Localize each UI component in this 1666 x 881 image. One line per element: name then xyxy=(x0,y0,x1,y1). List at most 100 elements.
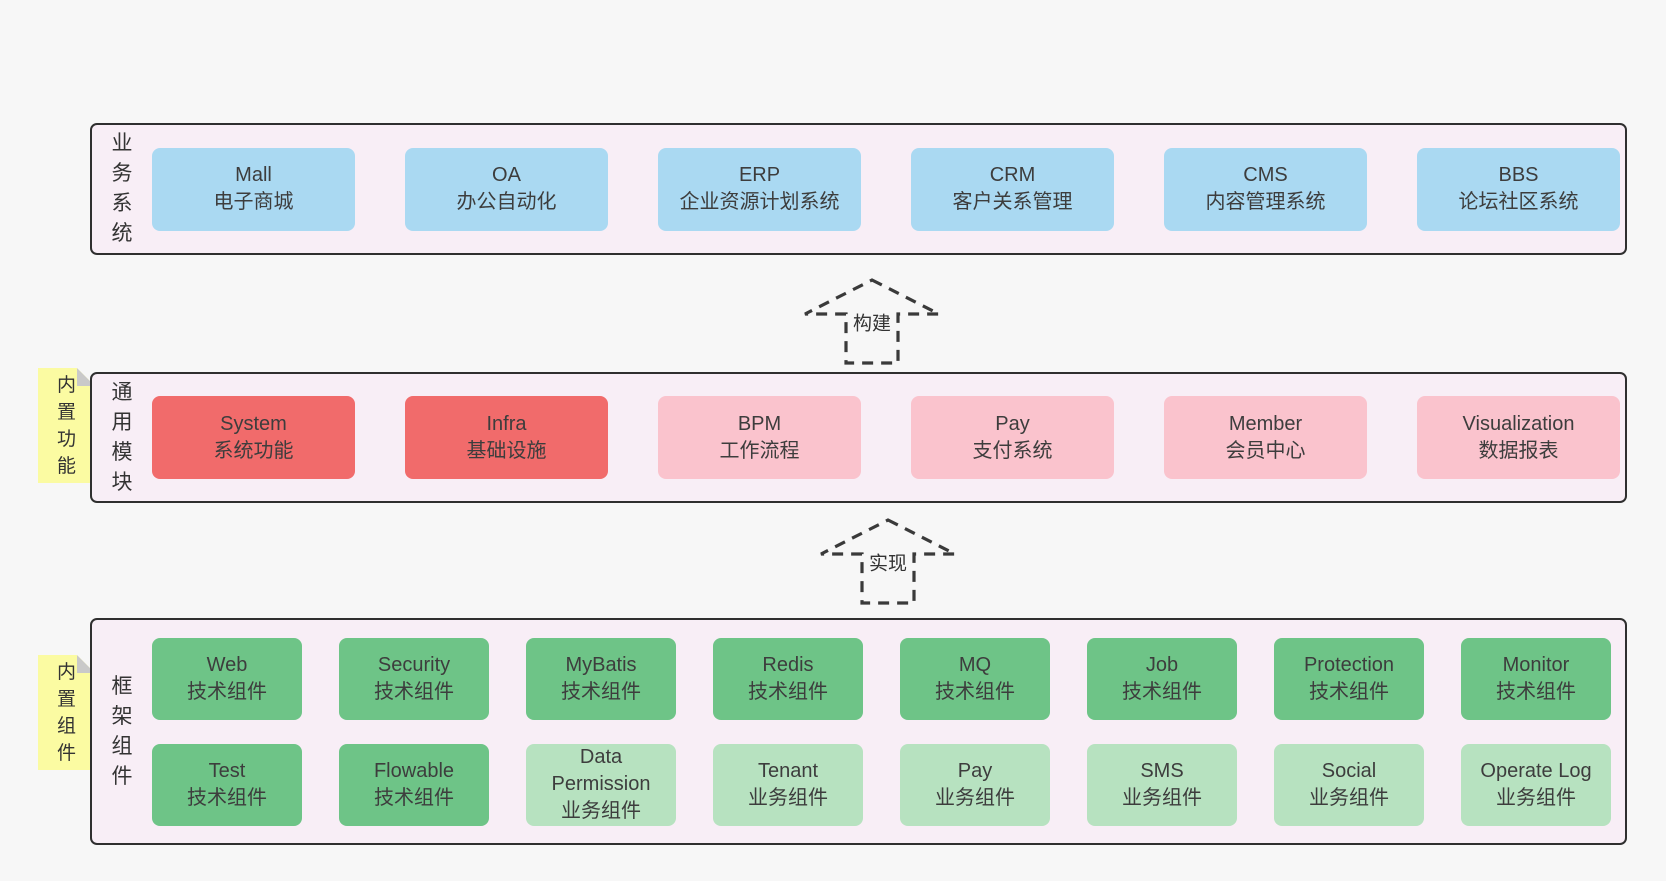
box-subtitle: 电子商城 xyxy=(213,191,294,213)
box-title: BBS xyxy=(1498,164,1539,186)
box-subtitle: 技术组件 xyxy=(561,680,641,703)
box-title: Test xyxy=(208,759,246,782)
box-pay-module: Pay 支付系统 xyxy=(911,396,1114,479)
box-bpm: BPM 工作流程 xyxy=(658,396,861,479)
box-subtitle: 技术组件 xyxy=(1309,680,1389,703)
arrow-build: 构建 xyxy=(802,278,942,365)
box-title: Tenant xyxy=(757,759,819,782)
box-sms: SMS 业务组件 xyxy=(1087,743,1237,826)
box-title: MQ xyxy=(958,653,992,676)
box-title: Mall xyxy=(235,164,272,186)
box-operate-log: Operate Log 业务组件 xyxy=(1461,743,1611,826)
arrow-label: 构建 xyxy=(849,306,895,338)
layer-label-text: 业务系统 xyxy=(111,132,133,245)
box-job: Job 技术组件 xyxy=(1087,637,1237,720)
box-infra: Infra 基础设施 xyxy=(405,396,608,479)
arrow-label: 实现 xyxy=(865,546,911,578)
box-title: Member xyxy=(1228,412,1303,435)
box-crm: CRM 客户关系管理 xyxy=(911,147,1114,231)
layer-label-common-modules: 通用模块 xyxy=(92,374,152,501)
box-web: Web 技术组件 xyxy=(152,637,302,720)
box-subtitle: 数据报表 xyxy=(1478,439,1559,462)
common-modules-row: System 系统功能 Infra 基础设施 BPM 工作流程 Pay 支付系统… xyxy=(152,396,1625,479)
sticky-note-text: 内置组件 xyxy=(56,661,76,764)
box-title: Web xyxy=(206,653,248,676)
box-subtitle: 技术组件 xyxy=(374,786,454,809)
box-subtitle: 客户关系管理 xyxy=(952,191,1073,213)
box-title: Pay xyxy=(957,759,993,782)
box-subtitle: 企业资源计划系统 xyxy=(679,191,840,213)
box-title: Operate Log xyxy=(1480,759,1592,782)
box-subtitle: 技术组件 xyxy=(187,786,267,809)
box-subtitle: 技术组件 xyxy=(1122,680,1202,703)
box-title: Security xyxy=(377,653,451,676)
box-title: Protection xyxy=(1303,653,1395,676)
box-visualization: Visualization 数据报表 xyxy=(1417,396,1620,479)
box-subtitle: 基础设施 xyxy=(466,439,547,462)
box-title: System xyxy=(220,412,287,435)
box-subtitle: 业务组件 xyxy=(561,800,641,822)
box-subtitle: 业务组件 xyxy=(935,786,1015,809)
box-subtitle: 会员中心 xyxy=(1225,439,1306,462)
box-title: Visualization xyxy=(1462,412,1575,435)
layer-label-business-systems: 业务系统 xyxy=(92,125,152,253)
box-subtitle: 工作流程 xyxy=(719,439,800,462)
box-title: Data Permission xyxy=(551,746,651,795)
box-data-permission: Data Permission 业务组件 xyxy=(526,743,676,826)
arrow-implement: 实现 xyxy=(818,518,958,605)
box-subtitle: 系统功能 xyxy=(213,439,294,462)
layer-label-text: 通用模块 xyxy=(111,380,133,494)
box-title: Redis xyxy=(762,653,814,676)
box-erp: ERP 企业资源计划系统 xyxy=(658,147,861,231)
box-oa: OA 办公自动化 xyxy=(405,147,608,231)
box-subtitle: 技术组件 xyxy=(187,680,267,703)
box-title: Social xyxy=(1321,759,1377,782)
framework-components-row-1: Web 技术组件 Security 技术组件 MyBatis 技术组件 Redi… xyxy=(152,637,1625,720)
layer-label-text: 框架组件 xyxy=(111,674,133,788)
box-title: OA xyxy=(492,164,521,186)
box-mall: Mall 电子商城 xyxy=(152,147,355,231)
box-title: BPM xyxy=(737,412,782,435)
box-pay-component: Pay 业务组件 xyxy=(900,743,1050,826)
box-mybatis: MyBatis 技术组件 xyxy=(526,637,676,720)
box-subtitle: 内容管理系统 xyxy=(1205,191,1326,213)
box-subtitle: 业务组件 xyxy=(1496,786,1576,809)
box-subtitle: 办公自动化 xyxy=(456,191,557,213)
sticky-note-builtin-components: 内置组件 xyxy=(38,655,95,770)
layer-label-framework-components: 框架组件 xyxy=(92,620,152,843)
box-monitor: Monitor 技术组件 xyxy=(1461,637,1611,720)
box-title: SMS xyxy=(1140,759,1184,782)
box-subtitle: 技术组件 xyxy=(1496,680,1576,703)
up-arrow-dashed-icon xyxy=(804,278,940,365)
box-title: Monitor xyxy=(1502,653,1570,676)
box-title: CRM xyxy=(989,164,1036,186)
box-title: Flowable xyxy=(373,759,455,782)
box-flowable: Flowable 技术组件 xyxy=(339,743,489,826)
box-title: Infra xyxy=(486,412,527,435)
box-test: Test 技术组件 xyxy=(152,743,302,826)
box-security: Security 技术组件 xyxy=(339,637,489,720)
business-systems-row: Mall 电子商城 OA 办公自动化 ERP 企业资源计划系统 CRM 客户关系… xyxy=(152,147,1625,231)
box-title: CMS xyxy=(1243,164,1288,186)
box-subtitle: 业务组件 xyxy=(1309,786,1389,809)
box-subtitle: 技术组件 xyxy=(935,680,1015,703)
framework-components-row-2: Test 技术组件 Flowable 技术组件 Data Permission … xyxy=(152,743,1625,826)
box-redis: Redis 技术组件 xyxy=(713,637,863,720)
sticky-note-text: 内置功能 xyxy=(56,374,76,477)
box-cms: CMS 内容管理系统 xyxy=(1164,147,1367,231)
box-title: Pay xyxy=(995,412,1030,435)
layer-common-modules: 通用模块 System 系统功能 Infra 基础设施 BPM 工作流程 Pay xyxy=(90,372,1627,503)
box-title: MyBatis xyxy=(565,653,637,676)
up-arrow-dashed-icon xyxy=(820,518,956,605)
box-member: Member 会员中心 xyxy=(1164,396,1367,479)
box-subtitle: 技术组件 xyxy=(374,680,454,703)
box-subtitle: 业务组件 xyxy=(748,786,828,809)
box-mq: MQ 技术组件 xyxy=(900,637,1050,720)
box-protection: Protection 技术组件 xyxy=(1274,637,1424,720)
box-bbs: BBS 论坛社区系统 xyxy=(1417,147,1620,231)
box-system: System 系统功能 xyxy=(152,396,355,479)
box-subtitle: 技术组件 xyxy=(748,680,828,703)
box-subtitle: 业务组件 xyxy=(1122,786,1202,809)
box-subtitle: 论坛社区系统 xyxy=(1458,191,1579,213)
